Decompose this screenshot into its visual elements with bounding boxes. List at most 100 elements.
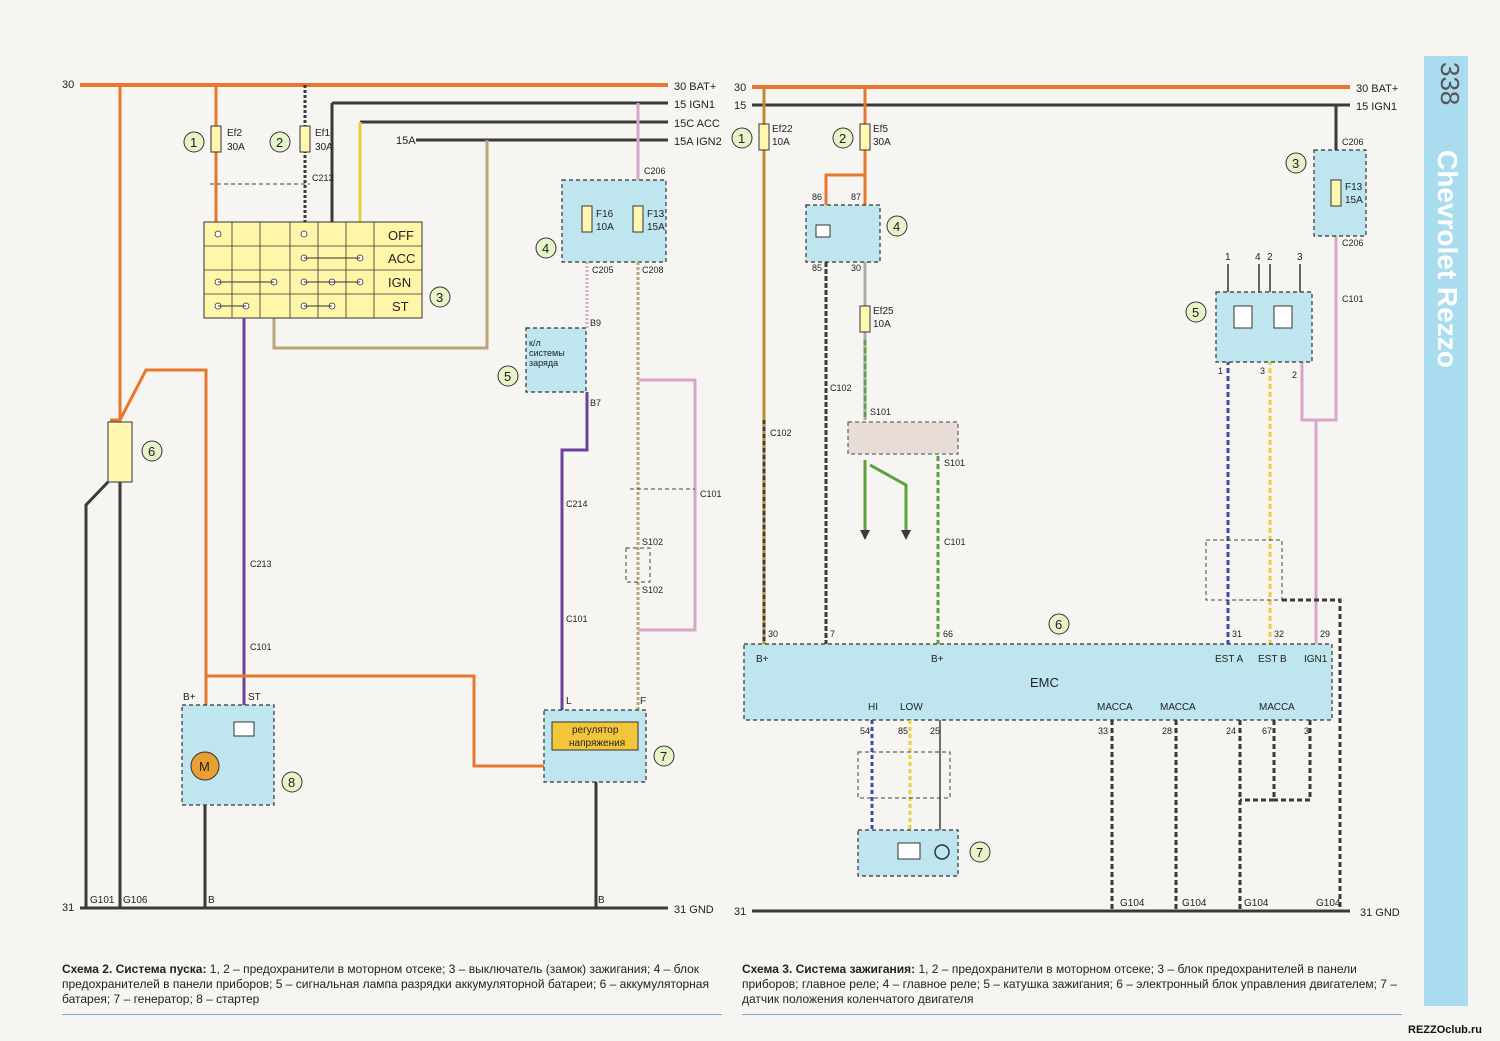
- left-label-acc: 15C ACC: [674, 118, 720, 130]
- emc-pin-66: 66: [943, 629, 953, 639]
- caption-left-title: Схема 2. Система пуска:: [62, 962, 207, 976]
- switch-pos-acc: ACC: [388, 251, 415, 266]
- ground-g104-2: G104: [1182, 898, 1207, 909]
- regulator-line2: напряжения: [569, 738, 625, 749]
- fuse-f13r-rating: 15A: [1345, 195, 1363, 206]
- relay-pin-85: 85: [812, 263, 822, 273]
- fuse-ef2-name: Ef2: [227, 128, 242, 139]
- relay-coil: [815, 224, 831, 238]
- battery: [107, 421, 133, 483]
- caption-right: Схема 3. Система зажигания: 1, 2 – предо…: [742, 962, 1402, 1007]
- emc-label: EMC: [1030, 675, 1059, 690]
- right-label-bat: 30 BAT+: [1356, 83, 1398, 95]
- coil-connector-dash: [1205, 539, 1283, 601]
- switch-pos-ign: IGN: [388, 275, 411, 290]
- conn-c205-label: C205: [592, 265, 614, 275]
- coil-out-4: 4: [1255, 252, 1261, 263]
- fuse-ef22-rating: 10A: [772, 137, 790, 148]
- sensor-connector-dash: [857, 751, 951, 799]
- emc-pin-7: 7: [830, 629, 835, 639]
- regulator-line1: регулятор: [572, 725, 619, 736]
- emc-pin-66-label: B+: [931, 654, 944, 665]
- right-ignition-system: 30 15 31 30 BAT+ 15 IGN1 31 GND Ef22 10A…: [731, 82, 1400, 919]
- fuse-ef1-rating: 30A: [315, 142, 333, 153]
- fuse-ef5-name: Ef5: [873, 124, 888, 135]
- pin-b-plus: B+: [183, 692, 196, 703]
- fuse-f16-name: F16: [596, 209, 614, 220]
- callout-r3: 3: [1292, 156, 1299, 171]
- right-label-30: 30: [734, 82, 746, 94]
- callout-4: 4: [542, 241, 549, 256]
- emc-pin-30-label: B+: [756, 654, 769, 665]
- callout-1: 1: [190, 135, 197, 150]
- callout-r7: 7: [976, 845, 983, 860]
- wire-s101-out2: [869, 463, 908, 535]
- fuse-f16: [581, 205, 593, 233]
- fuse-ef25-rating: 10A: [873, 319, 891, 330]
- fuse-f13-rating: 15A: [647, 222, 665, 233]
- callout-8: 8: [288, 775, 295, 790]
- conn-c206-bottom: C206: [1342, 238, 1364, 248]
- right-label-31: 31: [734, 906, 746, 918]
- ground-b-generator: B: [598, 895, 605, 906]
- coil-pin-2: 2: [1292, 370, 1297, 380]
- solenoid: [233, 721, 255, 737]
- conn-c101-label: C101: [566, 614, 588, 624]
- wire-generator-feed: [206, 674, 544, 768]
- emc-pin-30: 30: [768, 629, 778, 639]
- ignition-coil: [1215, 291, 1313, 363]
- ground-g104-3: G104: [1244, 898, 1269, 909]
- fuse-ef25: [859, 305, 871, 333]
- fuse-f16-rating: 10A: [596, 222, 614, 233]
- callout-7: 7: [660, 749, 667, 764]
- side-band: [1424, 56, 1468, 1006]
- emc-low-label: LOW: [900, 702, 923, 713]
- ground-g101: G101: [90, 895, 115, 906]
- splice-s101-bottom: S101: [944, 458, 965, 468]
- pin-st: ST: [248, 692, 261, 703]
- left-label-bat: 30 BAT+: [674, 81, 716, 93]
- starter-motor: [190, 751, 220, 781]
- emc-pin-32-label: EST B: [1258, 654, 1287, 665]
- conn-c206-top: C206: [1342, 137, 1364, 147]
- voltage-regulator: [551, 721, 639, 751]
- callout-2: 2: [276, 135, 283, 150]
- conn-c101c-label: C101: [700, 489, 722, 499]
- conn-c101-right: C101: [944, 537, 966, 547]
- emc-pin-33: 33: [1098, 726, 1108, 736]
- splice-s101-top: S101: [870, 407, 891, 417]
- left-label-gnd: 31 GND: [674, 904, 714, 916]
- right-label-15: 15: [734, 100, 746, 112]
- callout-r2: 2: [839, 131, 846, 146]
- caption-left-rule: [62, 1014, 722, 1015]
- coil-pin-1: 1: [1218, 366, 1223, 376]
- caption-left-body: 1, 2 – предохранители в моторном отсеке;…: [62, 962, 709, 1006]
- pin-l: L: [566, 696, 572, 707]
- fuse-ef2: [210, 125, 222, 153]
- emc-massa-1: МАССА: [1097, 702, 1133, 713]
- motor-label: M: [199, 759, 210, 774]
- left-label-ign1: 15 IGN1: [674, 99, 715, 111]
- wire-lamp-generator: [560, 392, 589, 710]
- conn-c206-label: C206: [644, 166, 666, 176]
- fuse-f13-name: F13: [647, 209, 665, 220]
- site-watermark: REZZOclub.ru: [1408, 1024, 1482, 1036]
- fuse-ef1-name: Ef1: [315, 128, 330, 139]
- emc-massa-3: МАССА: [1259, 702, 1295, 713]
- page-number: 338: [1435, 62, 1465, 106]
- brand-title: Chevrolet Rezzo: [1432, 150, 1463, 368]
- emc-pin-24: 24: [1226, 726, 1236, 736]
- fuse-ef2-rating: 30A: [227, 142, 245, 153]
- pin-b9: B9: [590, 318, 601, 328]
- wire-battery-ground: [84, 480, 110, 908]
- switch-pos-st: ST: [392, 299, 409, 314]
- fuse-ef22: [758, 123, 770, 151]
- ground-g104-4: G104: [1316, 898, 1341, 909]
- left-label-ign2: 15A IGN2: [674, 136, 722, 148]
- pin-b7: B7: [590, 398, 601, 408]
- ground-b-starter: B: [208, 895, 215, 906]
- callout-r4: 4: [893, 219, 900, 234]
- right-callouts: 1 2 3 4 5 6 7: [731, 127, 1307, 863]
- coil-b: [1273, 305, 1293, 329]
- charge-lamp: [525, 327, 587, 393]
